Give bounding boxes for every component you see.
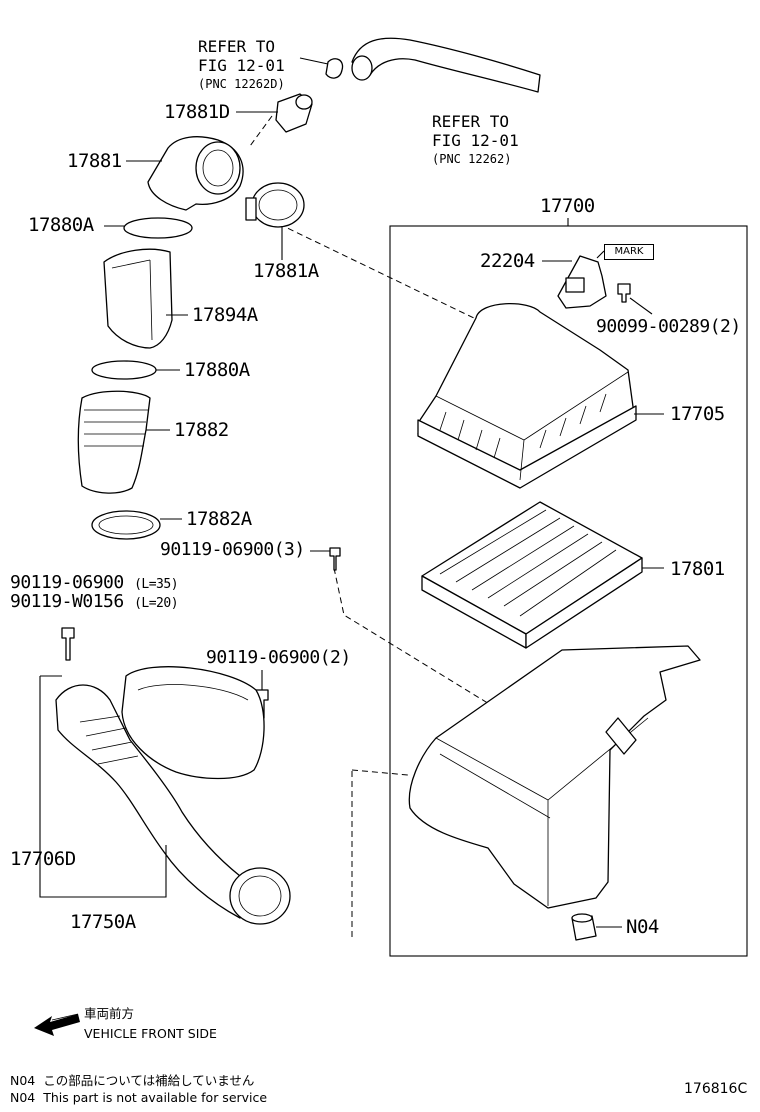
note-jp-code: N04 xyxy=(10,1073,36,1088)
part-label-17880A-bottom[interactable]: 17880A xyxy=(184,359,250,381)
note-en-text: This part is not available for service xyxy=(43,1090,268,1105)
ring-17880A-bottom xyxy=(91,360,157,380)
air-filter-17801 xyxy=(421,501,643,635)
ring-17880A-top xyxy=(123,217,193,239)
part-label-17894A[interactable]: 17894A xyxy=(192,304,258,326)
part-label-17801[interactable]: 17801 xyxy=(670,558,725,580)
ref2-line2: FIG 12-01 xyxy=(432,131,519,150)
part-number-90119-06900: 90119-06900 xyxy=(10,572,124,593)
part-label-90119-06900-3-text: 90119-06900(3) xyxy=(160,539,305,560)
part-label-17881[interactable]: 17881 xyxy=(67,150,122,172)
mark-box: MARK xyxy=(604,244,654,260)
part-label-17706D[interactable]: 17706D xyxy=(10,848,76,870)
resonator-17750A xyxy=(121,666,265,780)
reference-note-2: REFER TO FIG 12-01 (PNC 12262) xyxy=(432,112,519,169)
vehicle-front-en: VEHICLE FRONT SIDE xyxy=(84,1026,217,1041)
note-jp-text: この部品については補給していません xyxy=(43,1073,255,1088)
ref1-line2: FIG 12-01 xyxy=(198,56,285,75)
part-label-17700[interactable]: 17700 xyxy=(540,195,595,217)
part-label-90119-06900-L35[interactable]: 90119-06900 (L=35) xyxy=(10,572,179,593)
part-label-90099-00289[interactable]: 90099-00289(2) xyxy=(596,316,741,337)
hose-part xyxy=(351,37,541,93)
length-qualifier-L35: (L=35) xyxy=(134,577,179,592)
part-label-90119-06900-3[interactable]: 90119-06900(3) xyxy=(160,541,305,559)
bolt-90099-00289 xyxy=(617,283,631,303)
part-label-17705[interactable]: 17705 xyxy=(670,403,725,425)
part-label-17750A[interactable]: 17750A xyxy=(70,911,136,933)
part-label-17881D[interactable]: 17881D xyxy=(164,101,230,123)
vehicle-front-jp: 車両前方 xyxy=(84,1006,135,1021)
clamp-17882A xyxy=(91,510,161,540)
front-arrow-icon xyxy=(34,1013,80,1036)
callout-brackets xyxy=(39,675,167,898)
part-label-17881A[interactable]: 17881A xyxy=(253,260,319,282)
ref1-line3: (PNC 12262D) xyxy=(198,77,285,91)
part-label-22204[interactable]: 22204 xyxy=(480,250,535,272)
part-label-N04[interactable]: N04 xyxy=(626,916,659,938)
screw-90119-L35 xyxy=(61,627,75,661)
note-en: N04 This part is not available for servi… xyxy=(10,1090,268,1105)
clip-part xyxy=(325,58,344,79)
ref2-line1: REFER TO xyxy=(432,112,510,131)
part-number-90119-W0156: 90119-W0156 xyxy=(10,591,124,612)
part-label-90119-06900-2[interactable]: 90119-06900(2) xyxy=(206,649,351,667)
note-en-code: N04 xyxy=(10,1090,36,1105)
part-label-17880A-top[interactable]: 17880A xyxy=(28,214,94,236)
reference-note-1: REFER TO FIG 12-01 (PNC 12262D) xyxy=(198,37,285,94)
air-cleaner-case xyxy=(408,645,701,909)
part-label-90119-W0156[interactable]: 90119-W0156 (L=20) xyxy=(10,591,179,612)
ref2-line3: (PNC 12262) xyxy=(432,152,512,166)
bellows-17882 xyxy=(77,390,151,494)
diagram-id: 176816C xyxy=(684,1081,748,1097)
ref1-line1: REFER TO xyxy=(198,37,276,56)
note-jp: N04 この部品については補給していません xyxy=(10,1073,255,1088)
part-label-17882A[interactable]: 17882A xyxy=(186,508,252,530)
alignment-dashed-lines xyxy=(249,115,549,937)
part-label-90119-06900-2-text: 90119-06900(2) xyxy=(206,647,351,668)
duct-17894A xyxy=(103,248,173,349)
length-qualifier-L20: (L=20) xyxy=(134,596,179,611)
screw-90119-06900-3 xyxy=(329,547,341,571)
part-label-17882[interactable]: 17882 xyxy=(174,419,229,441)
